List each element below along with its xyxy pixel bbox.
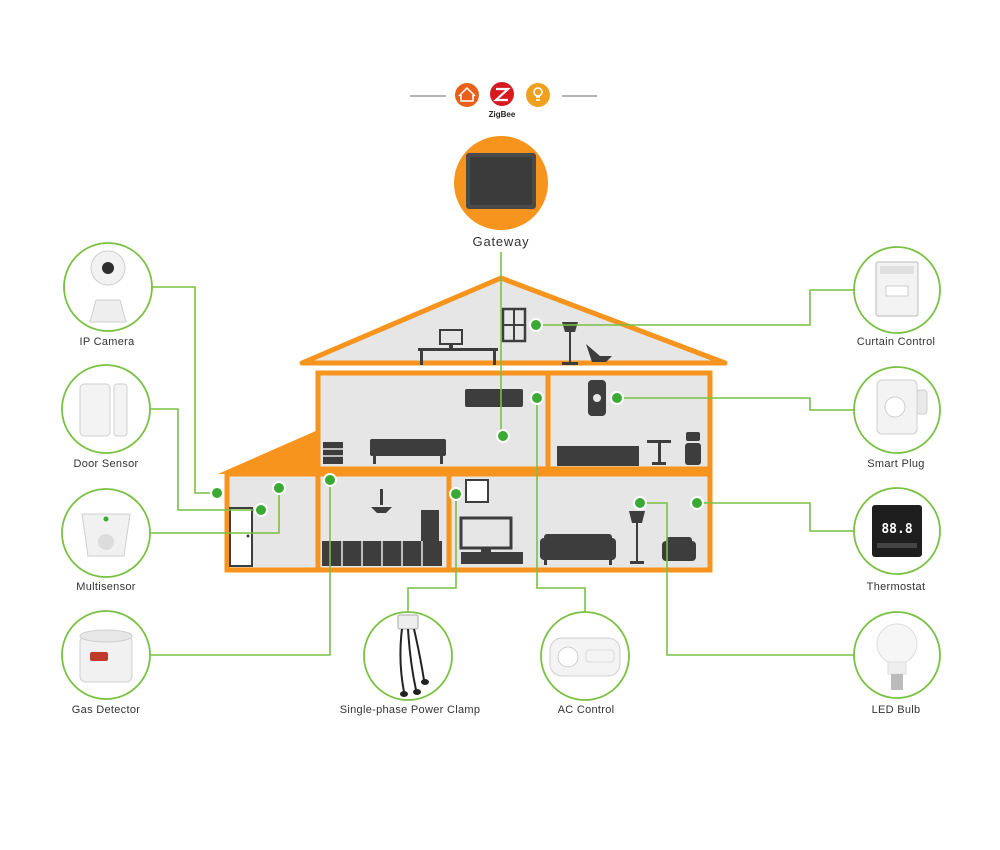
smart-plug-label: Smart Plug	[867, 458, 925, 470]
zigbee-brand-text: ZigBee	[489, 110, 516, 119]
thermostat-icon: 88.8	[872, 505, 922, 557]
curtain-control-label: Curtain Control	[856, 336, 936, 348]
gas-dot	[323, 473, 337, 487]
living-room-furniture	[323, 389, 523, 464]
house	[218, 275, 728, 573]
gateway-dot	[496, 429, 510, 443]
study-furniture	[322, 489, 442, 566]
ac-dot	[530, 391, 544, 405]
bulb-dot	[633, 496, 647, 510]
thermostat-dot	[690, 496, 704, 510]
annex-roof	[218, 430, 318, 474]
home-icon	[455, 83, 479, 107]
power-clamp-icon	[397, 614, 429, 697]
ac-control-icon	[549, 637, 621, 677]
thermostat-label: Thermostat	[866, 581, 926, 593]
led-bulb-connector	[640, 502, 855, 656]
multisensor-dot	[272, 481, 286, 495]
ip-camera-icon	[89, 250, 127, 323]
power-clamp-connector	[407, 494, 457, 612]
curtain-dot	[529, 318, 543, 332]
clamp-dot	[449, 487, 463, 501]
door-dot	[254, 503, 268, 517]
ac-control-connector	[536, 398, 586, 612]
ac-control-label: AC Control	[557, 704, 615, 716]
ip-camera-connector	[152, 286, 217, 494]
power-clamp-circle	[363, 611, 453, 701]
multisensor-icon	[81, 513, 131, 557]
door-sensor-connector	[150, 408, 261, 511]
gas-detector-label: Gas Detector	[71, 704, 141, 716]
door-sensor-icon	[79, 383, 128, 437]
gas-detector-connector	[150, 480, 331, 656]
door-sensor-label: Door Sensor	[73, 458, 139, 470]
gas-detector-icon	[79, 629, 133, 683]
multisensor-label: Multisensor	[76, 581, 136, 593]
entry-room	[229, 507, 253, 567]
thermostat-connector	[697, 502, 855, 532]
gateway-label: Gateway	[472, 234, 530, 249]
multisensor-connector	[150, 488, 280, 534]
led-bulb-label: LED Bulb	[871, 704, 921, 716]
light-icon	[526, 83, 550, 107]
smart-plug-icon	[876, 379, 928, 435]
power-clamp-label: Single-phase Power Clamp	[339, 704, 481, 716]
lounge-furniture	[459, 479, 696, 565]
connector-lines	[150, 252, 855, 656]
sensor-dots	[210, 318, 704, 517]
thermostat-readout: 88.8	[881, 522, 912, 537]
led-bulb-icon	[876, 623, 918, 690]
curtain-control-connector	[536, 289, 855, 326]
kitchen-furniture	[557, 380, 701, 466]
camera-dot	[210, 486, 224, 500]
curtain-control-icon	[875, 261, 919, 317]
ip-camera-circle	[63, 242, 153, 332]
ip-camera-label: IP Camera	[79, 336, 135, 348]
smart-plug-connector	[617, 397, 855, 411]
plug-dot	[610, 391, 624, 405]
header-row: ZigBee	[410, 82, 597, 119]
gateway-node	[454, 136, 548, 230]
zigbee-icon: ZigBee	[489, 82, 516, 119]
